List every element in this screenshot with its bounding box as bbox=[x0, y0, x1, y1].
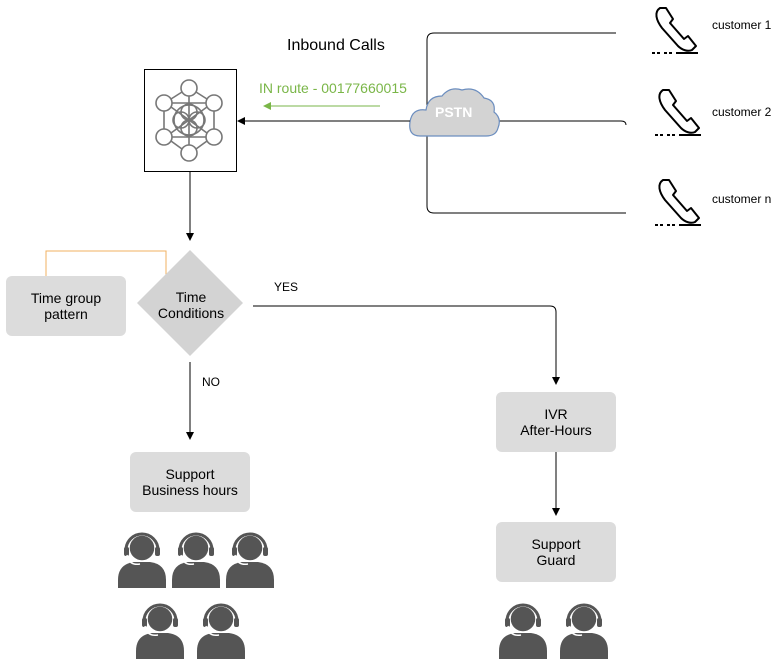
time-group-pattern-box: Time group pattern bbox=[6, 276, 126, 336]
agent-icon bbox=[116, 532, 168, 590]
pstn-line-customer-2 bbox=[498, 120, 627, 126]
ivr-line-1: IVR bbox=[544, 406, 568, 422]
agent-icon bbox=[224, 532, 276, 590]
ivr-after-hours-box: IVR After-Hours bbox=[496, 392, 616, 452]
pstn-cloud-shape bbox=[409, 88, 500, 137]
agent-icon bbox=[497, 603, 549, 661]
diagram-title: Inbound Calls bbox=[287, 37, 385, 54]
support-guard-box: Support Guard bbox=[496, 522, 616, 582]
time-conditions-label: Time Conditions bbox=[140, 289, 242, 321]
time-group-line-1: Time group bbox=[30, 290, 102, 306]
time-group-line-2: pattern bbox=[44, 306, 88, 322]
support-guard-line-1: Support bbox=[531, 536, 581, 552]
time-conditions-diamond bbox=[137, 250, 243, 356]
support-business-line-2: Business hours bbox=[142, 482, 238, 498]
support-guard-line-2: Guard bbox=[536, 552, 576, 568]
customer-n-label: customer n bbox=[712, 192, 772, 206]
support-business-line-1: Support bbox=[165, 466, 215, 482]
pstn-label: PSTN bbox=[435, 104, 473, 120]
yes-label: YES bbox=[274, 280, 299, 294]
customer-1-label: customer 1 bbox=[712, 18, 772, 32]
phone-icon-customer-n bbox=[654, 179, 702, 226]
time-conditions-line-2: Conditions bbox=[157, 305, 225, 321]
no-label: NO bbox=[202, 375, 220, 389]
agent-icon bbox=[134, 603, 186, 661]
ivr-line-2: After-Hours bbox=[520, 422, 592, 438]
phone-icon-customer-2 bbox=[654, 89, 702, 136]
agent-icon bbox=[170, 532, 222, 590]
in-route-label: IN route - 00177660015 bbox=[259, 80, 407, 96]
customer-2-label: customer 2 bbox=[712, 105, 772, 119]
agent-icon bbox=[558, 603, 610, 661]
pbx-icon bbox=[155, 79, 223, 162]
time-group-link bbox=[45, 250, 167, 276]
time-conditions-line-1: Time bbox=[175, 289, 207, 305]
support-business-hours-box: Support Business hours bbox=[130, 452, 250, 512]
agent-icon bbox=[195, 603, 247, 661]
phone-icon-customer-1 bbox=[651, 7, 699, 54]
yes-arrow bbox=[253, 305, 560, 385]
